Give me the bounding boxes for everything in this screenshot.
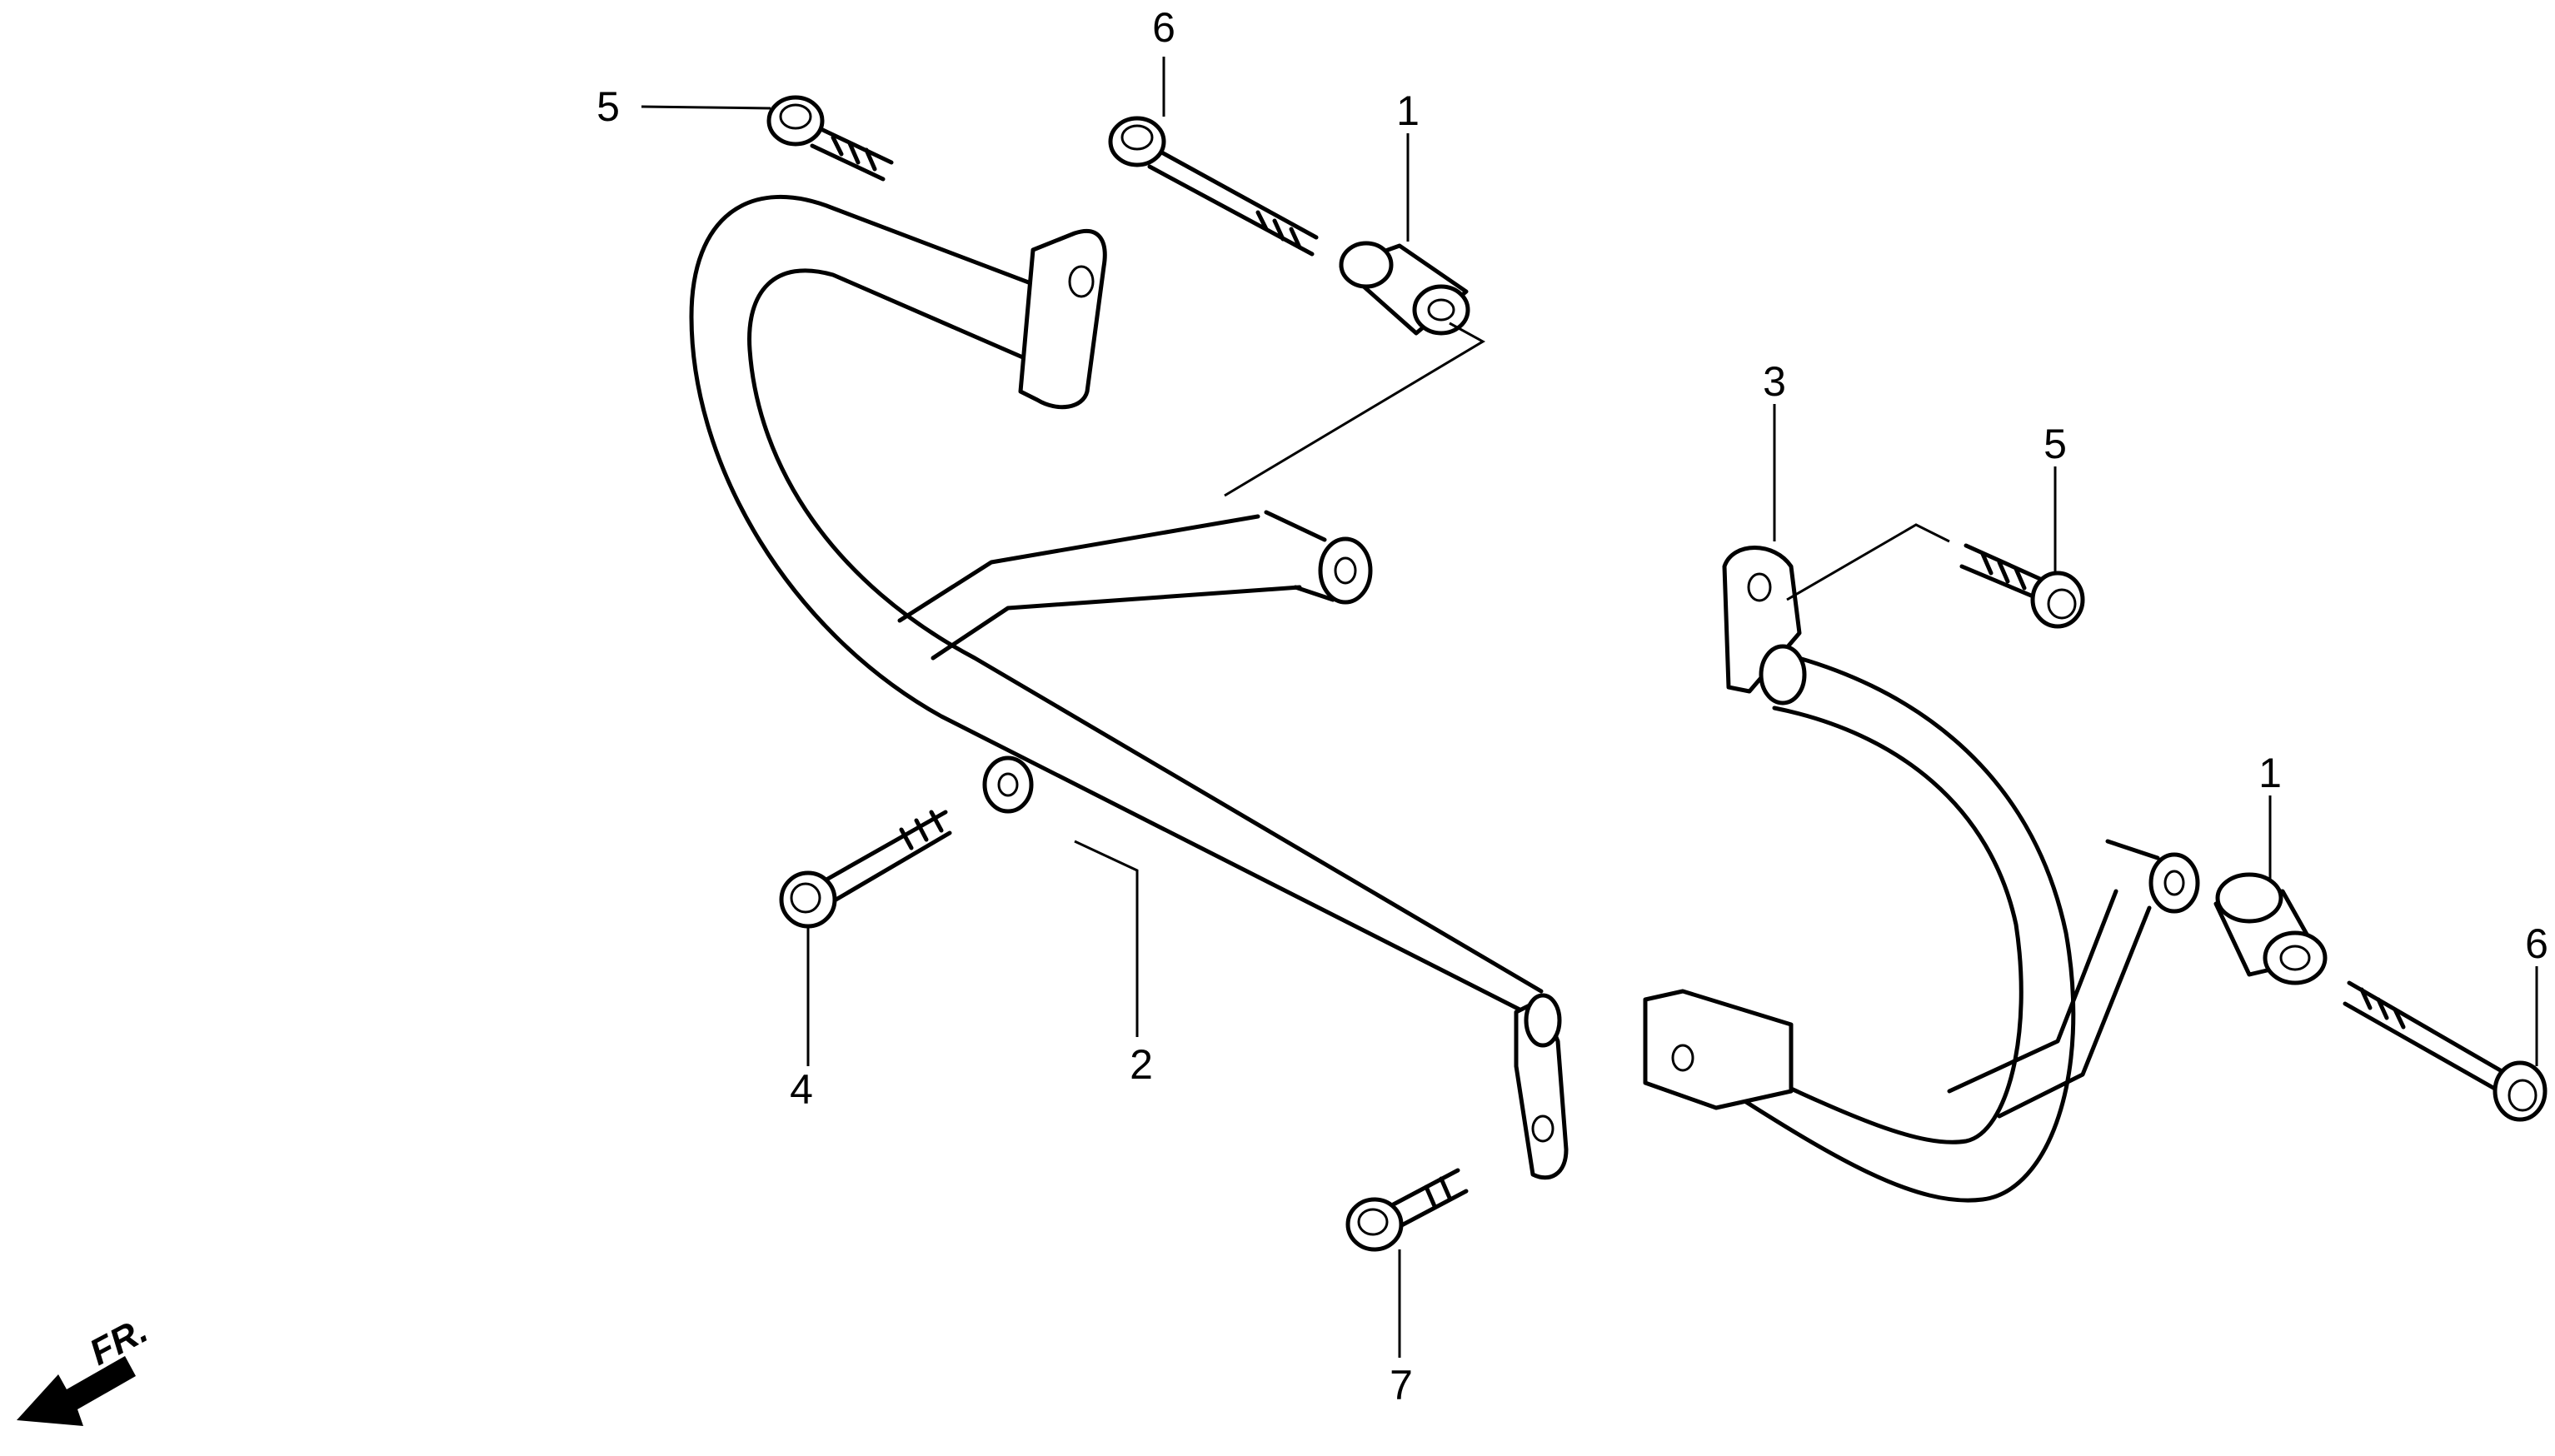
collar-1-right [2213,872,2328,985]
flange-bolt-5-top [766,95,894,182]
callout-part-1-top: 1 [1396,87,1420,134]
callout-part-5-top: 5 [596,83,620,130]
long-bolt-6-right [2343,980,2548,1122]
flange-bolt-5-right [1959,543,2085,629]
collar-1-top [1339,241,1470,336]
callout-part-4: 4 [790,1066,813,1113]
callout-part-3: 3 [1763,358,1786,405]
front-direction-label: FR. [83,1309,155,1374]
flange-bolt-7 [1345,1168,1469,1252]
front-direction-arrow-icon [17,1356,136,1426]
long-bolt-6-top [1108,116,1319,257]
callout-part-5-right: 5 [2044,421,2067,467]
leader-lines [641,57,2538,1358]
callout-part-6-top: 6 [1152,4,1175,51]
flange-bolt-4 [779,810,952,929]
left-guard-bracket [689,194,1569,1180]
callout-part-6-right: 6 [2525,920,2548,967]
right-guard-bracket [1643,546,2200,1203]
callout-part-7: 7 [1390,1362,1413,1409]
callout-part-1-right: 1 [2258,750,2282,796]
callout-part-2: 2 [1130,1041,1153,1088]
